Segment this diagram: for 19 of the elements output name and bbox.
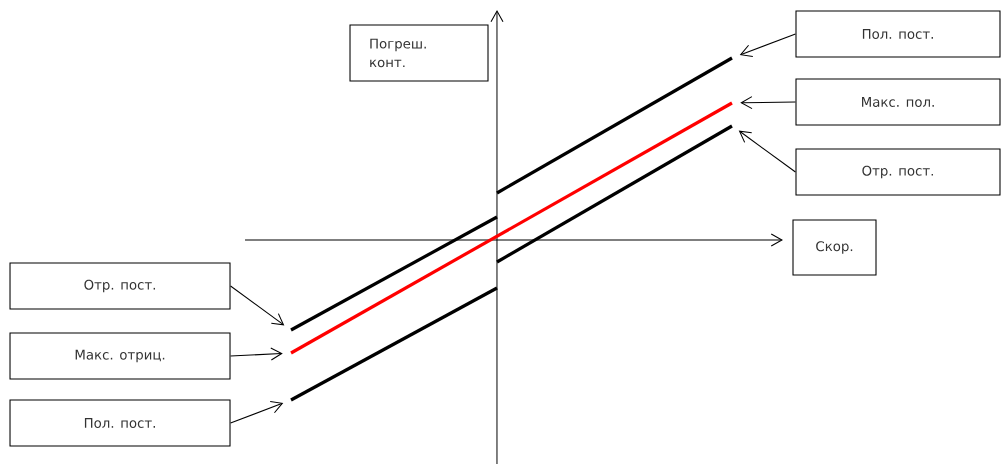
callout-box: Макс. пол.	[795, 78, 1001, 126]
callout-box: Скор.	[792, 219, 877, 276]
arrow	[230, 401, 284, 424]
graph-line	[290, 286, 498, 402]
graph-line	[290, 101, 733, 355]
callout-box: Пол. пост.	[9, 399, 231, 447]
graph-line	[496, 124, 733, 264]
graph-line	[290, 215, 498, 332]
arrow	[738, 130, 796, 173]
callout-box: Отр. пост.	[9, 262, 231, 310]
callout-box: Пол. пост.	[795, 10, 1001, 58]
callout-box: Отр. пост.	[795, 148, 1001, 196]
arrow	[739, 33, 796, 58]
callout-box: Макс. отриц.	[9, 332, 231, 380]
graph-line	[496, 56, 733, 195]
label-box: Погреш. конт.	[349, 24, 489, 82]
arrow	[740, 96, 796, 110]
arrow	[230, 347, 283, 361]
arrow	[230, 285, 285, 326]
